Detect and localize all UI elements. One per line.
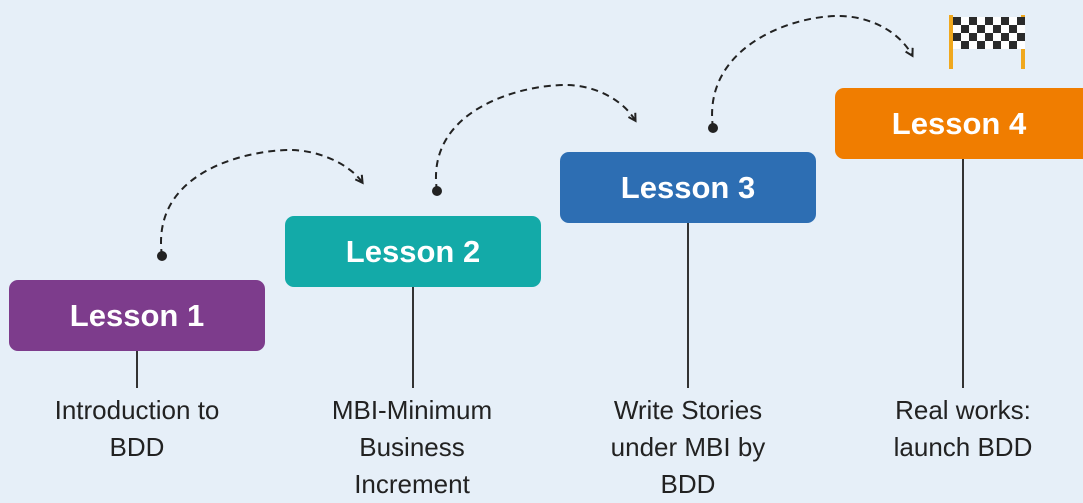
lesson-1-box: Lesson 1	[9, 280, 265, 351]
lesson-4-stem	[962, 159, 964, 388]
lesson-3-description: Write Stories under MBI by BDD	[610, 395, 766, 499]
lesson-1-stem	[136, 351, 138, 388]
connector-3-to-4	[708, 14, 912, 133]
lesson-2-title: Lesson 2	[345, 233, 481, 269]
lesson-3-title: Lesson 3	[620, 169, 756, 205]
connector-1-to-2	[157, 148, 362, 261]
lesson-1-title: Lesson 1	[69, 297, 205, 333]
lesson-4-box: Lesson 4	[835, 88, 1083, 159]
lesson-4-title: Lesson 4	[891, 105, 1027, 141]
lesson-4-description: Real works: launch BDD	[893, 395, 1033, 462]
connector-2-to-3	[432, 83, 635, 196]
lesson-2-stem	[412, 287, 414, 388]
lesson-1-description: Introduction to BDD	[54, 395, 220, 462]
lesson-3-stem	[687, 223, 689, 388]
lesson-3-box: Lesson 3	[560, 152, 816, 223]
checkered-finish-flag-icon	[949, 15, 1025, 69]
lesson-2-box: Lesson 2	[285, 216, 541, 287]
lesson-2-description: MBI-Minimum Business Increment	[331, 395, 493, 499]
